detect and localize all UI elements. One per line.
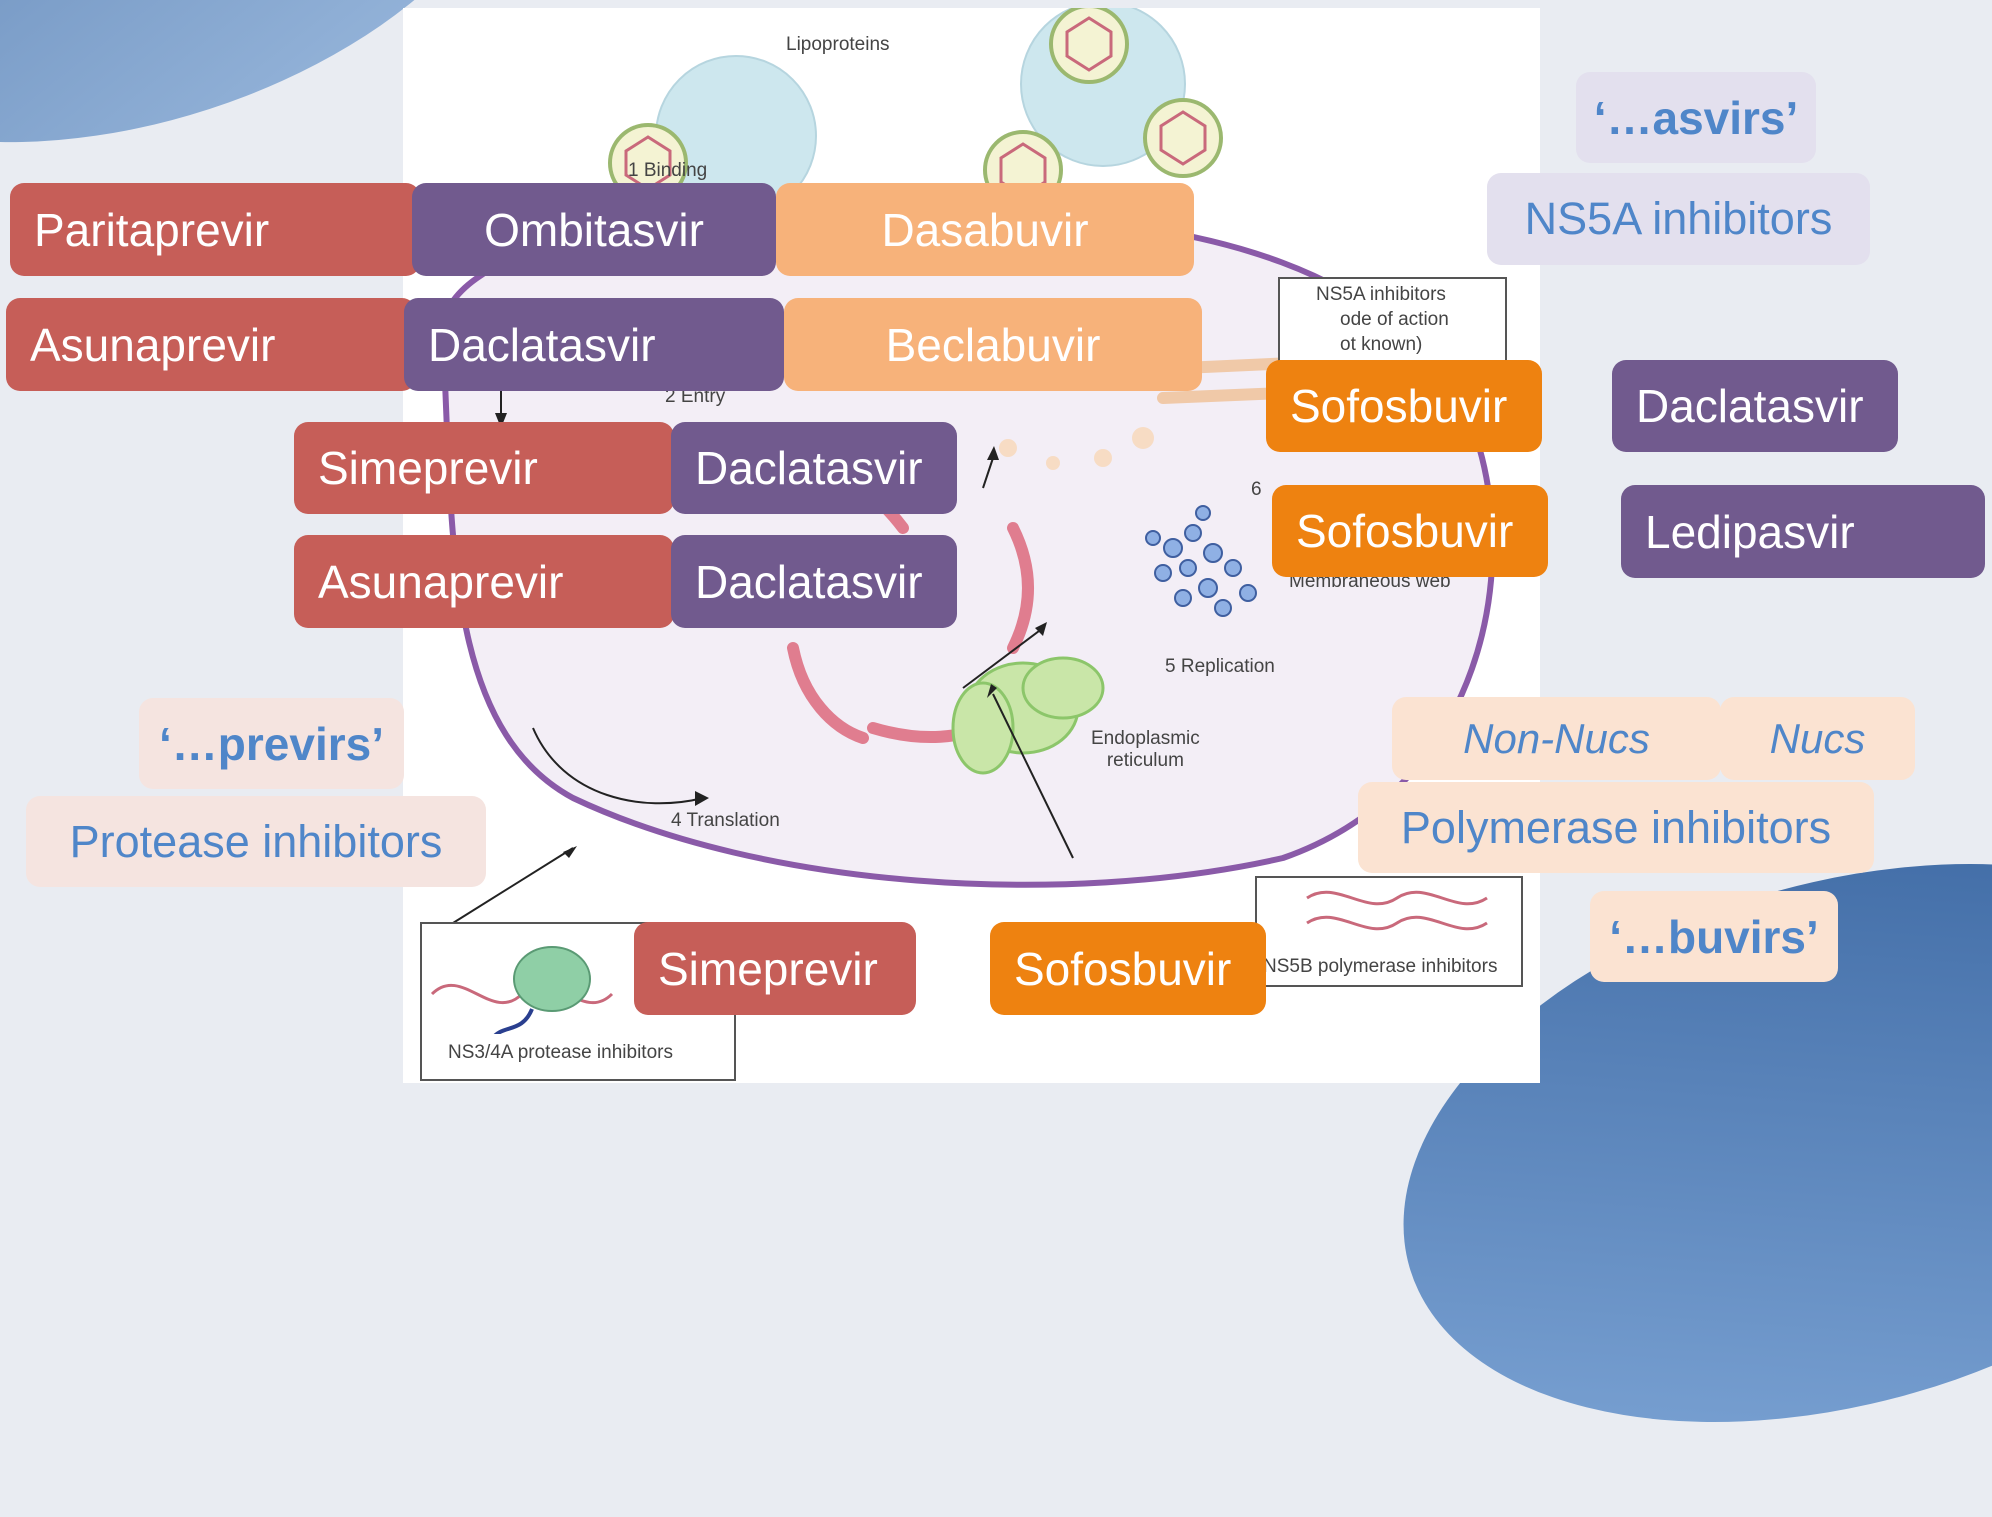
step-6-label: 6 xyxy=(1251,479,1262,500)
buvirs-suffix-label: ‘…buvirs’ xyxy=(1590,891,1838,982)
previrs-suffix-label: ‘…previrs’ xyxy=(139,698,404,789)
drug-simeprevir-2: Simeprevir xyxy=(634,922,916,1015)
er-label-line2: reticulum xyxy=(1106,750,1184,771)
nucs-label: Nucs xyxy=(1720,697,1915,780)
ns5a-inhibitors-label: NS5A inhibitors xyxy=(1487,173,1870,265)
drug-beclabuvir: Beclabuvir xyxy=(784,298,1202,391)
drug-daclatasvir-4: Daclatasvir xyxy=(1612,360,1898,452)
ns5b-inset-box: NS5B polymerase inhibitors xyxy=(1255,876,1523,987)
step-translation-label: 4 Translation xyxy=(671,810,780,831)
membraneous-web xyxy=(1145,505,1257,617)
drug-paritaprevir: Paritaprevir xyxy=(10,183,420,276)
virion-2 xyxy=(608,123,688,203)
ns5a-inset-line3: ot known) xyxy=(1340,334,1423,355)
drug-asunaprevir-2: Asunaprevir xyxy=(294,535,674,628)
drug-daclatasvir-1: Daclatasvir xyxy=(404,298,784,391)
protease-inhibitors-label: Protease inhibitors xyxy=(26,796,486,887)
lipoproteins-label: Lipoproteins xyxy=(786,34,890,55)
asvirs-suffix-label: ‘…asvirs’ xyxy=(1576,72,1816,163)
endoplasmic-reticulum xyxy=(951,656,1105,775)
drug-dasabuvir: Dasabuvir xyxy=(776,183,1194,276)
ns5a-inset-box: NS5A inhibitors ode of action ot known) xyxy=(1278,277,1507,365)
er-label-line1: Endoplasmic xyxy=(1091,728,1200,749)
virion-4 xyxy=(1143,98,1223,178)
protease-illustration xyxy=(430,946,614,1034)
drug-sofosbuvir-2: Sofosbuvir xyxy=(1272,485,1548,577)
drug-ombitasvir: Ombitasvir xyxy=(412,183,776,276)
endoplasmic-reticulum-label: Endoplasmic reticulum xyxy=(1091,728,1200,772)
ns5a-inset-line1: NS5A inhibitors xyxy=(1316,284,1446,305)
drug-asunaprevir-1: Asunaprevir xyxy=(6,298,416,391)
step-replication-label: 5 Replication xyxy=(1165,656,1275,677)
step-entry-label: 2 Entry xyxy=(665,386,726,407)
drug-sofosbuvir-1: Sofosbuvir xyxy=(1266,360,1542,452)
step-binding-label: 1 Binding xyxy=(628,160,708,181)
drug-simeprevir-1: Simeprevir xyxy=(294,422,674,514)
drug-daclatasvir-3: Daclatasvir xyxy=(671,535,957,628)
ns5a-inset-line2: ode of action xyxy=(1340,309,1449,330)
drug-ledipasvir: Ledipasvir xyxy=(1621,485,1985,578)
drug-daclatasvir-2: Daclatasvir xyxy=(671,422,957,514)
polymerase-inhibitors-label: Polymerase inhibitors xyxy=(1358,782,1874,873)
ns3-inset-label: NS3/4A protease inhibitors xyxy=(448,1042,673,1063)
ns5b-inset-label: NS5B polymerase inhibitors xyxy=(1263,956,1498,977)
polymerase-illustration xyxy=(1306,890,1488,931)
virion-1 xyxy=(1049,8,1129,84)
non-nucs-label: Non-Nucs xyxy=(1392,697,1721,780)
drug-sofosbuvir-3: Sofosbuvir xyxy=(990,922,1266,1015)
